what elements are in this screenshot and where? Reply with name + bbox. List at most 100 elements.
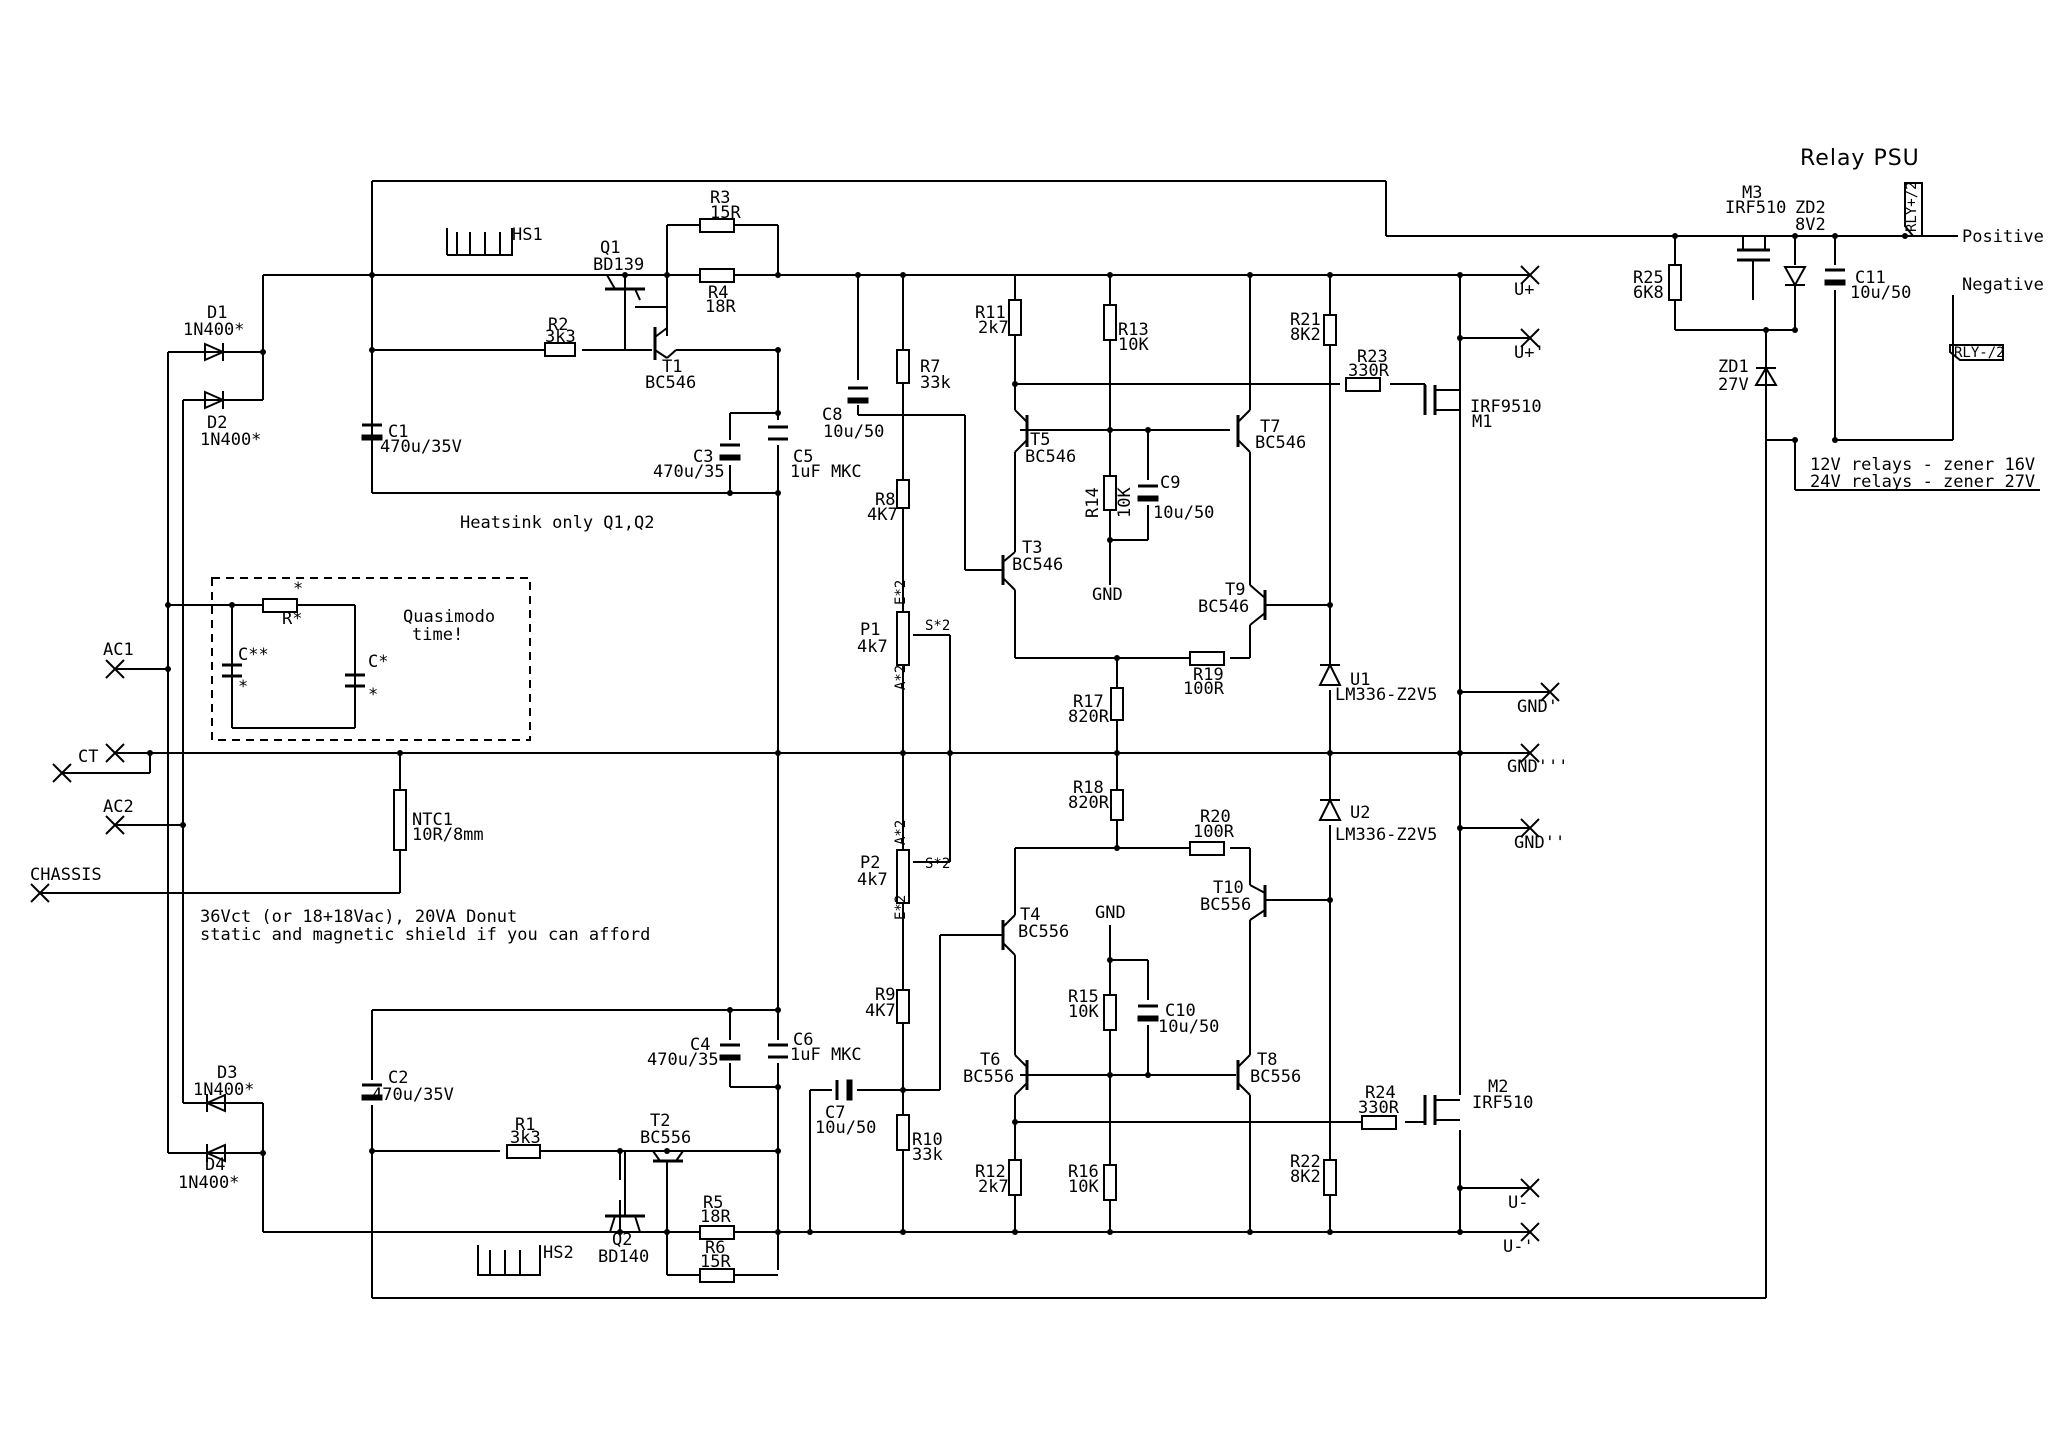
gnd-label-upper: GND [1092,585,1123,605]
cap-c9-symbol [1137,484,1159,502]
r25-ref: R25 [1633,268,1664,288]
port-u-plus2-label: U+' [1514,343,1545,363]
u1-ref: U1 [1350,670,1370,690]
t1-value: BC546 [645,373,696,393]
r4-value: 18R [705,297,736,317]
diode-d2-symbol [200,390,238,410]
c9-ref: C9 [1160,473,1180,493]
m1-value: IRF9510 [1470,397,1542,417]
r21-ref: R21 [1290,310,1321,330]
c5-ref: C5 [793,447,813,467]
q2-ref: Q2 [612,1230,632,1250]
resistor-r20-body [1189,841,1225,856]
wires [40,180,2040,1299]
cap-c2-symbol [361,1083,383,1101]
resistor-r14-body [1103,475,1117,511]
r13-ref: R13 [1118,320,1149,340]
rly-plus-tag: RLY+/2 [1904,181,1920,232]
u2-ref: U2 [1350,803,1370,823]
zener-note-line1: 12V relays - zener 16V [1810,455,2035,475]
diode-d1-symbol [200,342,238,362]
transistor-t5-symbol [1014,409,1040,453]
cap-cx-symbol [345,673,365,688]
resistor-r21-body [1323,314,1337,346]
resistor-r3-body [699,218,735,233]
r11-ref: R11 [975,303,1006,323]
port-negative-label: Negative [1962,275,2044,295]
r8-value: 4K7 [867,505,898,525]
symbol-graphics [30,182,2004,1276]
m2-ref: M2 [1488,1077,1508,1097]
resistor-bodies [262,218,1682,1283]
t8-value: BC556 [1250,1067,1301,1087]
resistor-r25-body [1668,264,1682,301]
r6-value: 15R [700,1252,731,1272]
t6-value: BC556 [963,1067,1014,1087]
resistor-r22-body [1323,1159,1337,1196]
port-ac2-label: AC2 [103,797,134,817]
t10-ref: T10 [1213,878,1244,898]
t6-ref: T6 [980,1050,1000,1070]
t2-ref: T2 [650,1111,670,1131]
c1-value: 470u/35V [380,437,462,457]
port-chassis-label: CHASSIS [30,865,102,885]
relay-psu-title: Relay PSU [1800,146,1920,171]
r12-value: 2k7 [978,1177,1009,1197]
c3-value: 470u/35 [653,462,725,482]
r7-value: 33k [920,373,951,393]
resistor-r1-body [506,1144,541,1159]
cap-c8-symbol [847,386,869,404]
cap-cxx-symbol [222,605,242,678]
r4-ref: R4 [708,283,728,303]
t3-ref: T3 [1022,538,1042,558]
c11-ref: C11 [1855,268,1886,288]
resistor-r16-body [1103,1164,1117,1201]
rx-ref: R* [282,609,302,629]
cap-c5-symbol [768,425,788,441]
r9-value: 4K7 [865,1001,896,1021]
cap-c4-symbol [719,1043,741,1061]
t4-value: BC556 [1018,922,1069,942]
d4-value: 1N400* [178,1173,239,1193]
resistor-r18-body [1110,789,1124,821]
transistor-t4-symbol [1001,914,1016,956]
gnd-label-lower: GND [1095,903,1126,923]
transistor-t7-symbol [1236,409,1251,453]
hs2-label: HS2 [543,1243,574,1263]
r16-value: 10K [1068,1177,1099,1197]
r20-value: 100R [1193,822,1235,842]
resistor-r15-body [1103,994,1117,1031]
t1-ref: T1 [662,357,682,377]
p1-ref: P1 [860,620,880,640]
r6-ref: R6 [705,1238,725,1258]
resistor-r11-body [1008,299,1022,336]
resistor-r2-body [544,342,576,357]
r13-value: 10K [1118,335,1149,355]
cap-c11-symbol [1824,268,1846,286]
cap-c1-symbol [361,423,383,441]
m2-value: IRF510 [1472,1093,1533,1113]
rly-minus-tag-icon [1949,344,2004,361]
junction-dots [147,233,1908,1235]
t10-value: BC556 [1200,895,1251,915]
r10-value: 33k [912,1145,943,1165]
heatsink-note: Heatsink only Q1,Q2 [460,513,654,533]
r7-ref: R7 [920,357,940,377]
port-u-minus2-label: U-' [1503,1237,1534,1257]
r23-value: 330R [1348,361,1390,381]
c8-value: 10u/50 [823,422,884,442]
r19-value: 100R [1183,679,1225,699]
cxx-ref: C** [238,645,269,665]
cap-c3-symbol [719,443,741,461]
p1-value: 4k7 [857,637,888,657]
port-ct-label: CT [78,747,98,767]
zener-zd1-symbol [1754,366,1795,441]
cx-ref: C* [368,652,388,672]
port-ac1-label: AC1 [103,640,134,660]
pot-p1-body [896,611,910,666]
d4-ref: D4 [205,1155,225,1175]
transistor-t1-symbol [653,327,677,360]
quasimodo-box [211,577,531,741]
